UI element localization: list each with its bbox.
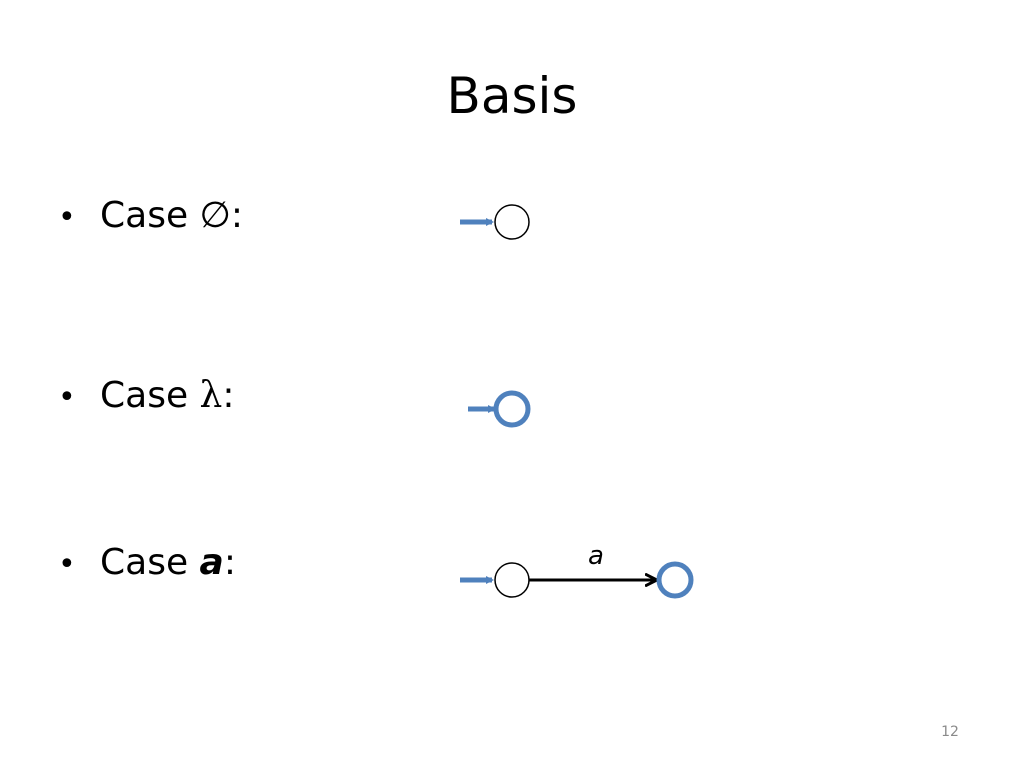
bullet: • — [58, 547, 76, 582]
lambda-symbol: λ — [199, 375, 223, 416]
case-prefix: Case — [100, 542, 200, 583]
empty-set-automaton — [460, 204, 530, 240]
bullet: • — [58, 200, 76, 235]
case-a: • Case a: — [58, 541, 236, 587]
case-prefix: Case — [100, 375, 200, 416]
lambda-automaton — [468, 390, 531, 428]
case-suffix: : — [230, 195, 244, 236]
a-symbol: a — [199, 542, 224, 583]
slide-title: Basis — [446, 67, 578, 125]
empty-set-symbol: ∅ — [199, 195, 231, 236]
case-empty-set: • Case ∅: — [58, 194, 243, 240]
start-state — [494, 204, 530, 240]
accepting-state — [656, 561, 694, 599]
case-lambda: • Case λ: — [58, 374, 235, 420]
start-state — [494, 562, 530, 598]
case-prefix: Case — [100, 195, 200, 236]
case-suffix: : — [223, 542, 236, 583]
transition-label: a — [588, 541, 604, 571]
symbol-a-automaton: a — [460, 541, 694, 599]
case-suffix: : — [222, 375, 235, 416]
accepting-start-state — [493, 390, 531, 428]
page-number: 12 — [941, 724, 959, 740]
bullet: • — [58, 380, 76, 415]
